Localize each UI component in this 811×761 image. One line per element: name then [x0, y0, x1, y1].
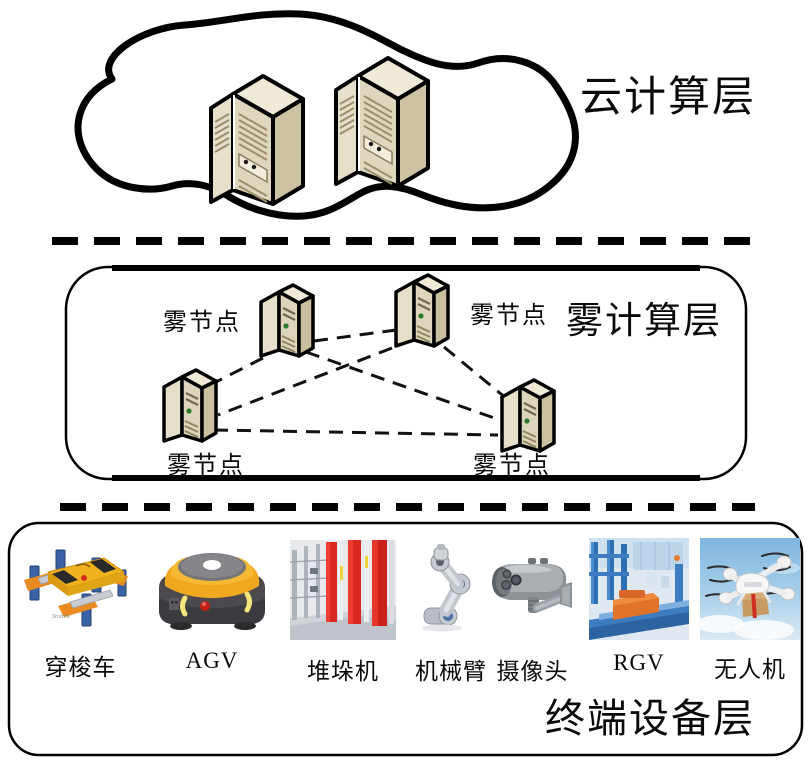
fog-node-bottom-right-icon	[496, 377, 558, 457]
separator-cloud-fog	[52, 237, 760, 245]
device-cell-robot-arm: 机械臂	[408, 540, 493, 690]
device-cell-shuttle-car: Shuttle 穿梭车	[18, 536, 143, 686]
agv-robot-photo	[147, 536, 277, 641]
cloud-layer-title: 云计算层	[580, 75, 757, 121]
fog-node-bottom-left-icon	[158, 367, 220, 447]
fog-layer-title: 雾计算层	[566, 301, 722, 342]
fog-node-label-bottom-right: 雾节点	[473, 453, 551, 479]
device-cell-agv: AGV	[147, 536, 277, 686]
fog-computing-layer: 雾节点 雾节点 雾节点 雾节点 雾计算层	[0, 255, 811, 490]
cloud-computing-layer: 云计算层	[0, 0, 811, 232]
device-label-shuttle-car: 穿梭车	[44, 655, 117, 680]
fog-node-label-bottom-left: 雾节点	[167, 453, 245, 479]
rgv-vehicle-photo	[589, 538, 689, 640]
device-cell-drone: 无人机	[700, 538, 800, 688]
device-label-agv: AGV	[185, 648, 239, 673]
device-cell-stacker-crane: 堆垛机	[290, 540, 396, 690]
fog-node-label-top-left: 雾节点	[163, 310, 241, 336]
fog-node-links	[213, 328, 513, 437]
drone-photo	[700, 538, 800, 640]
fog-node-top-left-icon	[255, 282, 317, 362]
device-cell-cctv-camera: 摄像头	[480, 540, 585, 690]
fog-node-top-right-icon	[390, 272, 452, 352]
device-label-cctv-camera: 摄像头	[496, 659, 569, 684]
cloud-shape	[74, 10, 579, 220]
robot-arm-photo	[408, 540, 493, 640]
cloud-server-2	[330, 52, 435, 192]
terminal-layer-title: 终端设备层	[545, 696, 755, 741]
terminal-device-layer: Shuttle 穿梭车	[0, 518, 811, 761]
cloud-server-1	[205, 70, 310, 210]
shuttle-car-photo: Shuttle	[18, 536, 143, 641]
cctv-camera-photo	[480, 540, 585, 640]
fog-layer-box	[64, 265, 748, 481]
separator-fog-terminal	[60, 503, 755, 511]
stacker-crane-photo	[290, 540, 396, 640]
svg-text:Shuttle: Shuttle	[52, 614, 70, 620]
device-label-drone: 无人机	[714, 657, 786, 682]
device-label-stacker-crane: 堆垛机	[307, 659, 379, 684]
fog-node-label-top-right: 雾节点	[470, 303, 548, 329]
device-label-rgv: RGV	[613, 650, 665, 675]
device-label-robot-arm: 机械臂	[415, 659, 487, 684]
device-cell-rgv: RGV	[589, 538, 689, 688]
